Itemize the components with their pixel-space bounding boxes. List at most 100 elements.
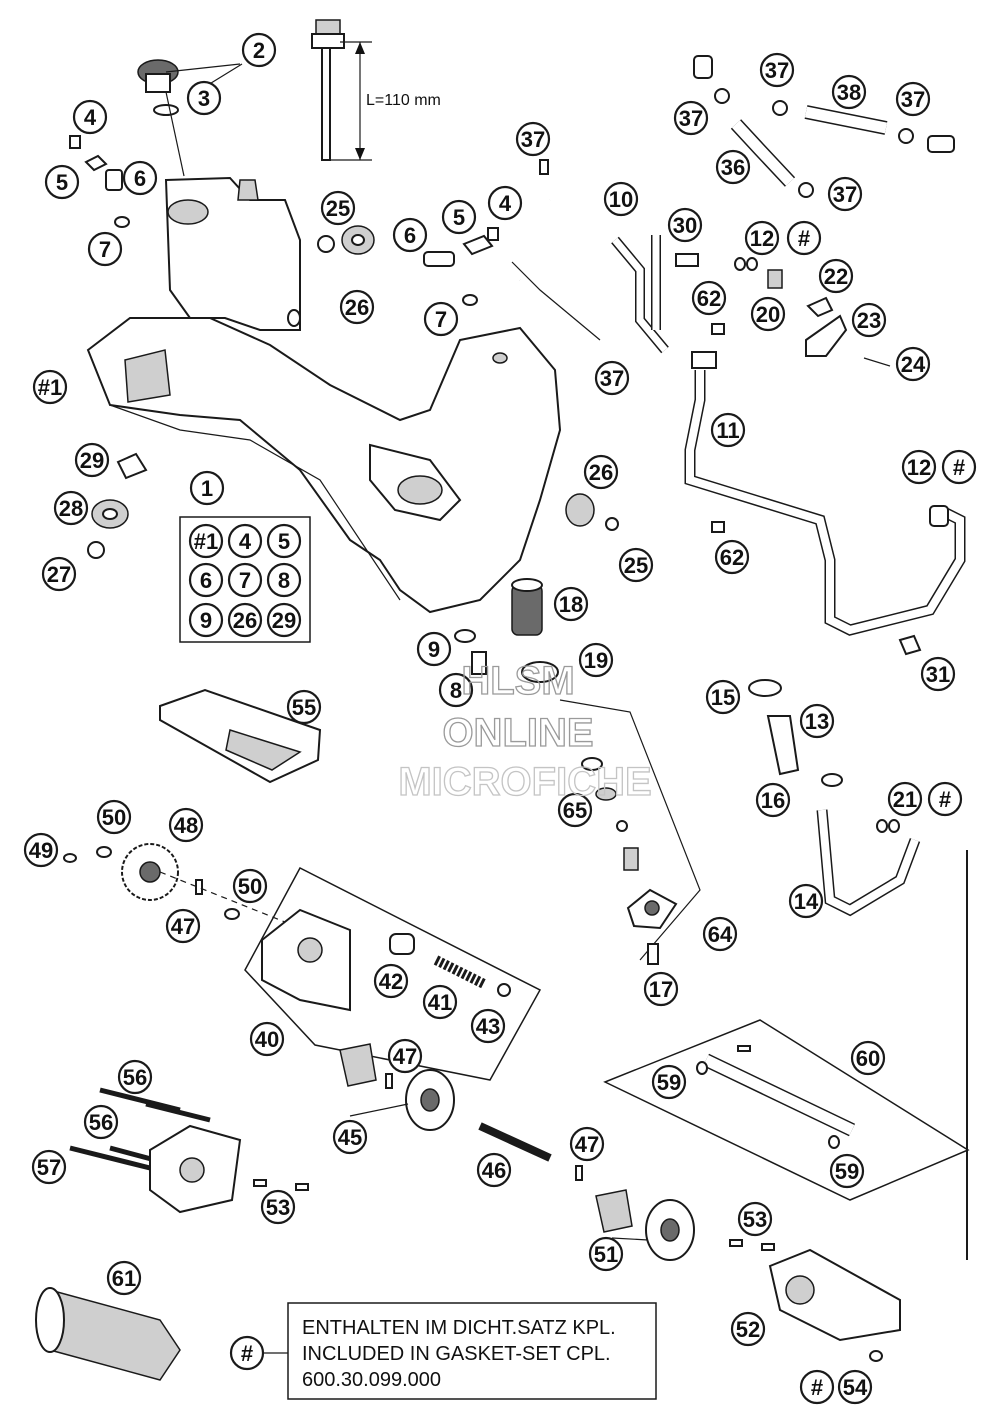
callout-part-56: 56 [117,1059,153,1095]
callout-part-47: 47 [569,1126,605,1162]
callout-circle [74,442,110,478]
callout-circle [32,369,68,405]
callout-number: 9 [200,608,212,633]
callout-number: 2 [253,38,265,63]
callout-circle [96,799,132,835]
callout-circle [387,1038,423,1074]
callout-part-7: 7 [423,301,459,337]
callout-number: 46 [482,1158,506,1183]
oil-pump-box-drawing [244,866,542,1081]
callout-part-15: 15 [705,679,741,715]
pump-cover-drawing [69,1087,309,1214]
callout-number: # [811,1375,823,1400]
dimension-label: L=110 mm [366,92,441,109]
callout-number: 31 [926,662,950,687]
callout-part-1: 1 [189,470,225,506]
callout-circle [710,412,746,448]
drive-gear-drawing [63,843,331,941]
callout-part-43: 43 [470,1008,506,1044]
callout-number: 52 [736,1317,760,1342]
callout-number: 26 [345,295,369,320]
callout-circle [266,523,302,559]
callout-circle [786,220,822,256]
callout-circle [189,470,225,506]
parts-illustration [35,19,970,1400]
watermark-line-1: HLSM [461,659,574,703]
callout-circle [392,217,428,253]
callout-part-6: 6 [392,217,428,253]
callout-part-23: 23 [851,302,887,338]
callout-part-12: 12 [744,220,780,256]
callout-circle [44,164,80,200]
callout-circle [799,703,835,739]
callout-part-24: 24 [895,346,931,382]
callout-part-52: 52 [730,1311,766,1347]
filler-cap-drawing [137,59,243,177]
callout-part-26: 26 [583,454,619,490]
callout-circle [260,1189,296,1225]
callout-part-14: 14 [788,883,824,919]
callout-part-hash: # [229,1335,265,1371]
callout-number: 41 [428,990,452,1015]
callout-number: 53 [266,1195,290,1220]
callout-circle [241,32,277,68]
callout-circle [714,539,750,575]
callout-circle [438,672,474,708]
callout-number: 47 [575,1132,599,1157]
callout-part-4: 4 [72,99,108,135]
callout-number: 12 [907,455,931,480]
callout-circle [186,80,222,116]
callout-part-45: 45 [332,1119,368,1155]
callout-number: 37 [521,127,545,152]
callout-number: 28 [59,496,83,521]
callout-number: 6 [134,166,146,191]
callout-circle [339,289,375,325]
callout-circle [487,185,523,221]
callout-part-37: 37 [827,176,863,212]
callout-part-60: 60 [850,1040,886,1076]
dipstick-drawing [311,19,372,161]
callout-number: 6 [404,223,416,248]
callout-circle [266,602,302,638]
callout-number: 59 [835,1159,859,1184]
callout-number: 15 [711,685,735,710]
pressure-valve-drawing [559,699,701,965]
callout-part-48: 48 [168,807,204,843]
callout-part-51: 51 [588,1236,624,1272]
callout-part-22: 22 [818,258,854,294]
callout-number: 23 [857,308,881,333]
callout-circle [165,908,201,944]
callout-circle [603,181,639,217]
callout-number: 38 [837,80,861,105]
callout-number: 62 [720,545,744,570]
callout-circle [229,1335,265,1371]
callout-circle [715,149,751,185]
callout-number: 22 [824,264,848,289]
kit-item-hash1: #1 [188,523,224,559]
callout-circle [470,1008,506,1044]
callout-number: 37 [833,182,857,207]
callout-circle [515,121,551,157]
callout-circle [266,562,302,598]
callout-number: # [939,787,951,812]
kit-item-7: 7 [227,562,263,598]
callout-number: 5 [453,205,465,230]
callout-part-62: 62 [714,539,750,575]
callout-number: 37 [901,87,925,112]
callout-part-47: 47 [165,908,201,944]
callout-number: 1 [201,476,213,501]
callout-part-hash: # [927,781,963,817]
scavenge-pump-drawing [595,1189,901,1362]
callout-part-53: 53 [737,1201,773,1237]
watermark-line-2: ONLINE [442,711,593,755]
callout-part-5: 5 [44,164,80,200]
callout-part-25: 25 [618,547,654,583]
callout-part-49: 49 [23,832,59,868]
kit-item-29: 29 [266,602,302,638]
callout-circle [168,807,204,843]
rubber-mount-left-drawing [87,452,148,559]
callout-circle [887,781,923,817]
callout-circle [755,782,791,818]
callout-circle [702,916,738,952]
